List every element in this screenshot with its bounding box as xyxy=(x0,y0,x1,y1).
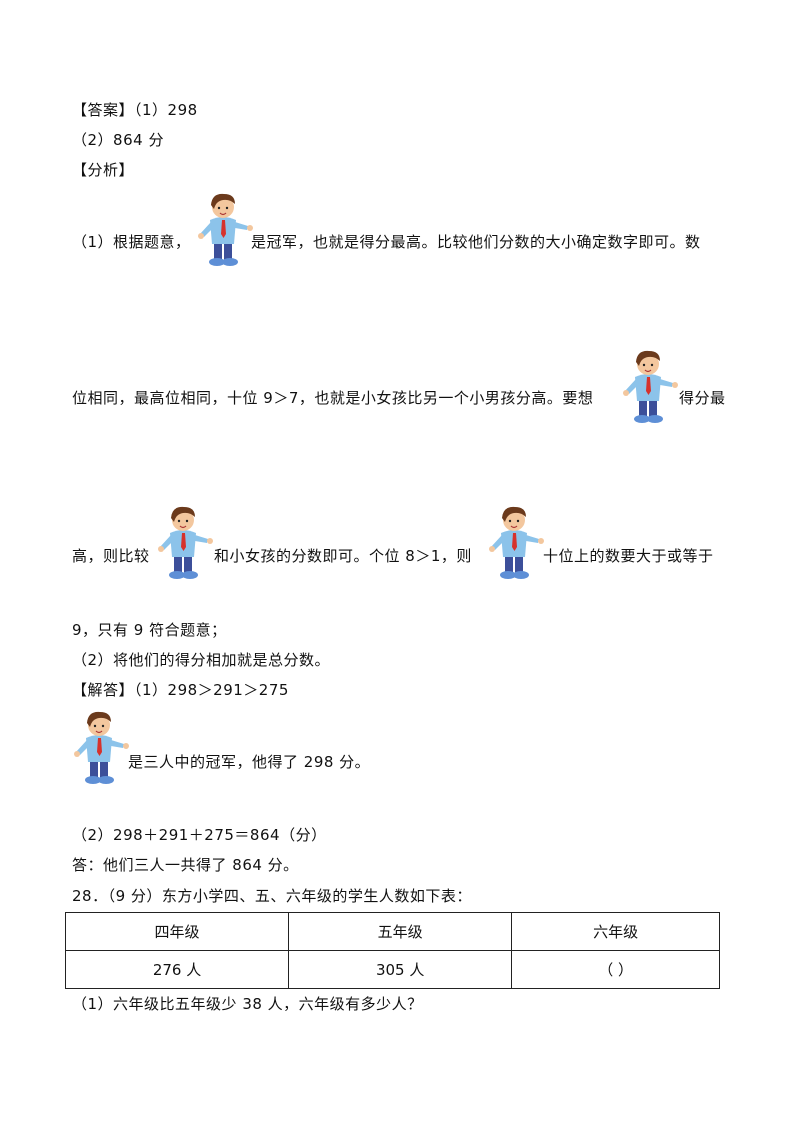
table-header-row: 四年级 五年级 六年级 xyxy=(64,912,720,951)
table-cell: 276 人 xyxy=(64,950,290,989)
analysis-line5: （2）将他们的得分相加就是总分数。 xyxy=(72,651,331,669)
grade-table: 四年级 五年级 六年级 276 人 305 人 （ ） xyxy=(64,912,720,989)
table-cell: 305 人 xyxy=(288,950,513,989)
analysis-line3-end: 十位上的数要大于或等于 xyxy=(543,547,714,565)
analysis-line1-start: （1）根据题意， xyxy=(72,233,191,251)
analysis-line3-middle: 和小女孩的分数即可。个位 8＞1，则 xyxy=(214,547,472,565)
table-header-cell: 六年级 xyxy=(511,912,720,951)
analysis-line2-start: 位相同，最高位相同，十位 9＞7，也就是小女孩比另一个小男孩分高。要想 xyxy=(72,389,594,407)
boy-illustration-icon xyxy=(488,506,545,580)
table-header-cell: 五年级 xyxy=(288,912,513,951)
boy-illustration-icon xyxy=(157,506,214,580)
table-row: 276 人 305 人 （ ） xyxy=(64,950,720,989)
boy-illustration-icon xyxy=(197,193,254,267)
analysis-line1-end: 是冠军，也就是得分最高。比较他们分数的大小确定数字即可。数 xyxy=(251,233,701,251)
answer-label: 【答案】（1）298 xyxy=(72,101,198,119)
boy-illustration-icon xyxy=(73,711,130,785)
solution-line3: 答：他们三人一共得了 864 分。 xyxy=(72,856,299,874)
table-cell-blank: （ ） xyxy=(511,950,720,989)
solution-line1: 是三人中的冠军，他得了 298 分。 xyxy=(128,753,371,771)
analysis-label: 【分析】 xyxy=(72,161,135,179)
analysis-line4: 9，只有 9 符合题意； xyxy=(72,621,227,639)
analysis-line3-start: 高，则比较 xyxy=(72,547,150,565)
question-28-sub1: （1）六年级比五年级少 38 人，六年级有多少人？ xyxy=(72,995,423,1013)
answer-part2: （2）864 分 xyxy=(72,131,164,149)
table-header-cell: 四年级 xyxy=(64,912,290,951)
analysis-line2-end: 得分最 xyxy=(679,389,726,407)
question-28-title: 28．（9 分）东方小学四、五、六年级的学生人数如下表： xyxy=(72,887,472,905)
boy-illustration-icon xyxy=(622,350,679,424)
solution-label: 【解答】（1）298＞291＞275 xyxy=(72,681,289,699)
solution-line2: （2）298＋291＋275＝864（分） xyxy=(72,826,327,844)
